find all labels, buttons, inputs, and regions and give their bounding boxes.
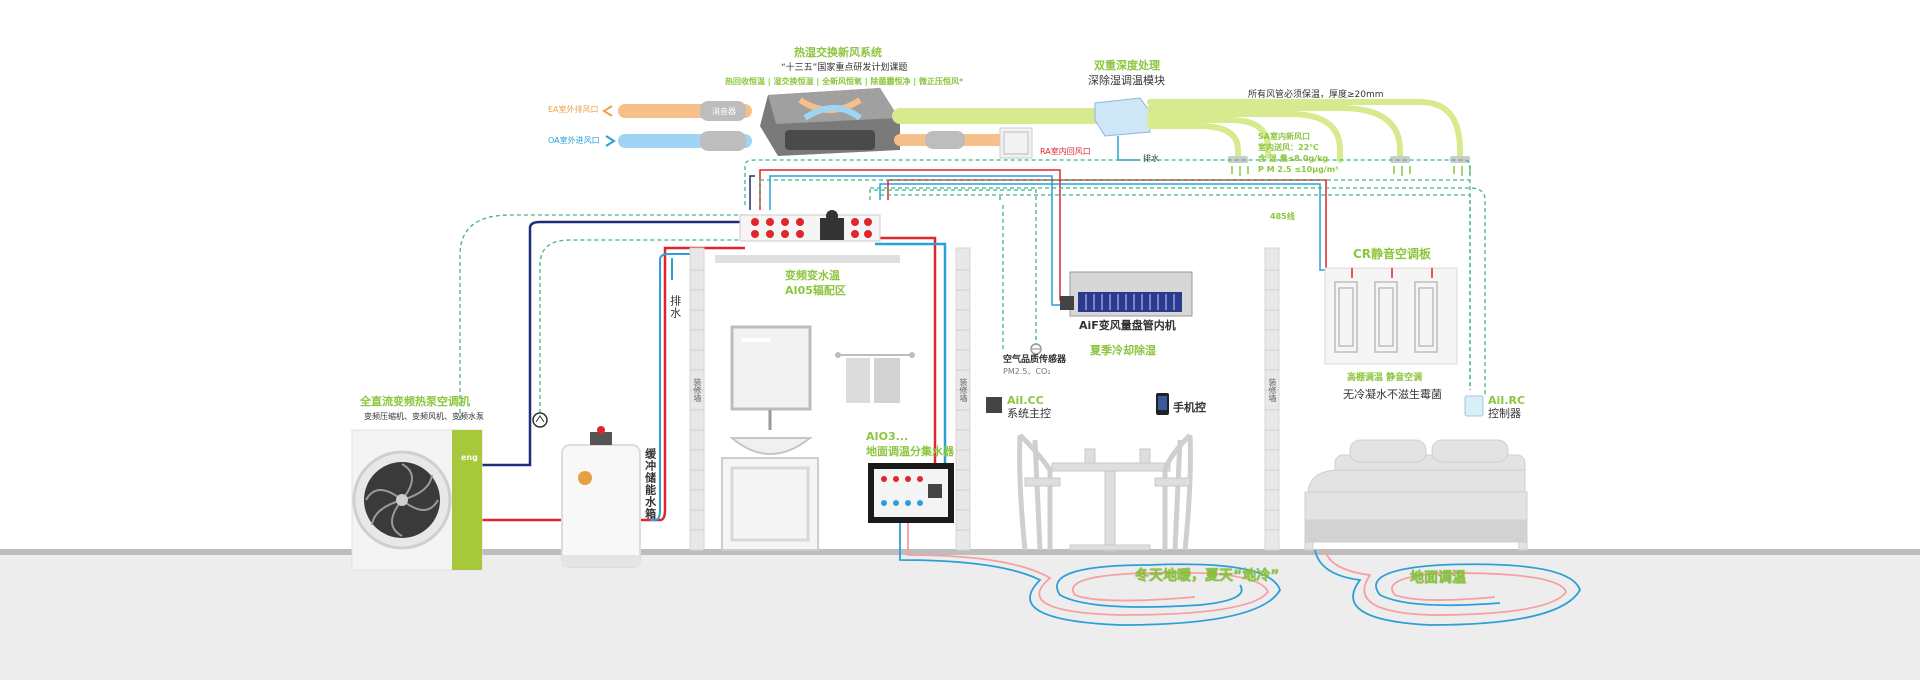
airc-icon [1464,395,1484,417]
walls [689,247,1280,551]
fan-coil-unit [1060,271,1193,317]
fresh-air-features: 热回收恒温 | 湿交换恒湿 | 全新风恒氧 | 除菌霾恒净 | 微正压恒风* [725,77,964,86]
branch-ducts [1147,99,1463,163]
duct-note: 所有风管必须保温，厚度≥20mm [1248,90,1384,100]
floor-manifold-label: 地面调温分集水器 [866,445,954,458]
fresh-air-title: 热湿交换新风系统 [794,46,882,59]
aicc-icon [986,397,1002,413]
muffler-label: 消音器 [712,107,736,116]
dining-set [1017,433,1193,552]
fresh-air-subtitle: “十三五”国家重点研发计划课题 [781,63,908,73]
cr-panels [1324,267,1458,365]
cr-panel-sub2: 无冷凝水不滋生霉菌 [1343,388,1442,401]
wall-label-3: 装修墙 [1268,378,1277,402]
floor-temp-label: 地面调温 [1410,570,1466,586]
airc-label: 控制器 [1488,407,1521,420]
wall-label-1: 装修墙 [693,378,702,402]
supply-pm: P M 2.5 ≤10μg/m³ [1258,165,1339,174]
floor-loop-right [1314,549,1581,626]
exhaust-duct [618,101,752,151]
wall-label-2: 装修墙 [959,378,968,402]
aicc-label: 系统主控 [1007,407,1051,420]
heat-pump-unit [351,429,483,571]
cr-panel-title: CR静音空调板 [1353,247,1432,261]
airc-code: AiI.RC [1488,394,1526,407]
heat-pump-sub: 变频压缩机、变频风机、变频水泵 [364,412,484,421]
dashed-loop-top [744,159,1471,390]
manifold-line2: AI05辐配区 [785,284,846,297]
phone-label: 手机控 [1173,401,1206,414]
heat-pump-logo: eng [461,453,478,462]
floor-heating-label: 冬天地暖，夏天“地冷” [1135,568,1280,584]
dehumid-drain-label: 排水 [1143,154,1159,163]
oa-label: OA室外进风口 [548,136,600,145]
floor-manifold-code: AIO3... [866,430,909,443]
buffer-tank-label: 缓冲储能水箱 [643,448,657,520]
fan-coil-sub: 夏季冷却除湿 [1090,344,1156,357]
dehumid-module [1094,97,1151,137]
fan-coil-title: AiF变风量盘管内机 [1079,319,1176,332]
bathroom-fixtures [721,325,915,551]
dehumid-title: 双重深度处理 [1094,59,1160,72]
sensor-title: 空气品质传感器 [1003,355,1067,365]
manifold-ai05 [715,210,900,263]
sensor-sub: PM2.5、CO₂ [1003,367,1051,376]
bed [1304,439,1528,551]
floor-loop-left [899,523,1281,626]
floor-area [0,555,1920,680]
buffer-tank [561,426,641,568]
erv-unit [760,88,900,156]
dehumid-module-label: 深除湿调温模块 [1088,74,1165,87]
floor-manifold [868,463,954,523]
supply-title: SA室内新风口 [1258,132,1310,141]
ra-label: RA室内回风口 [1040,147,1091,156]
drain-vertical-label: 排水 [668,295,682,319]
muffler [700,101,746,121]
heat-pump-title: 全直流变频热泵空调机 [360,395,470,408]
floor-line [0,549,1920,555]
bus-label: 485线 [1270,212,1295,221]
ea-label: EA室外排风口 [548,105,599,114]
supply-humidity: 含 湿 量≤8.0g/kg [1258,154,1329,163]
aicc-code: AiI.CC [1007,394,1044,407]
cr-panel-sub1: 高棚调温 静音空调 [1347,373,1423,383]
sensor-icon [1030,343,1042,355]
outdoor-arrows [602,105,616,147]
supply-temp: 室内送风：22℃ [1258,143,1319,152]
manifold-line1: 变频变水温 [785,269,840,282]
